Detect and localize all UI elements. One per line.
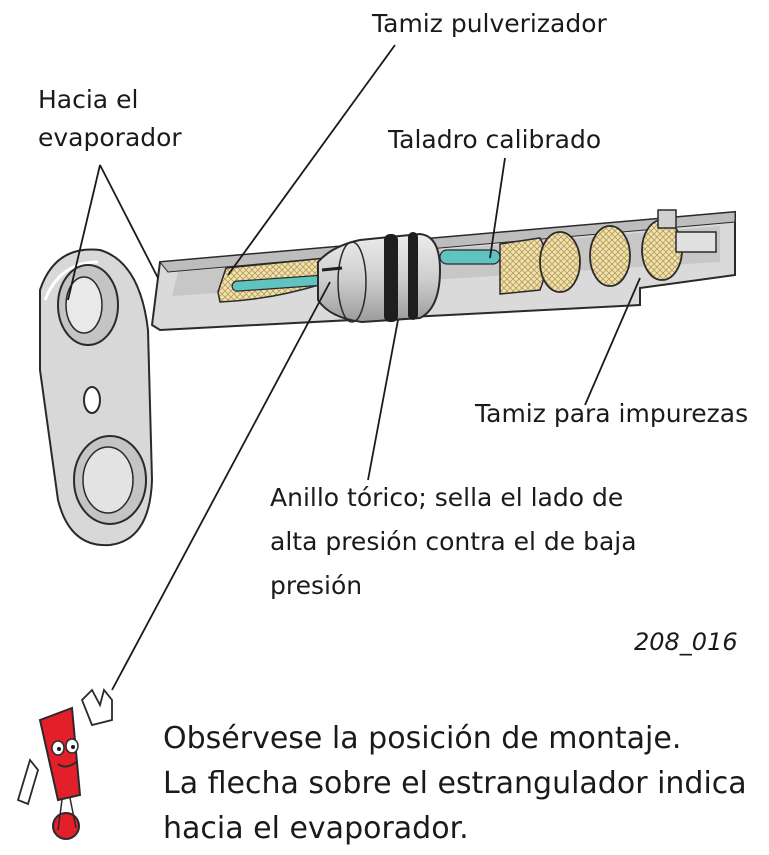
label-calibrated-bore: Taladro calibrado <box>388 125 602 154</box>
label-impurity-screen: Tamiz para impurezas <box>475 399 749 428</box>
note-line-3: hacia el evaporador. <box>163 811 469 846</box>
label-o-ring-1: Anillo tórico; sella el lado de <box>270 483 624 512</box>
evaporator-flange <box>39 248 154 547</box>
warning-mascot-icon <box>16 688 113 840</box>
mounting-note: Obsérvese la posición de montaje. La fle… <box>163 716 747 851</box>
label-to-evaporator-1: Hacia el <box>38 85 139 114</box>
label-o-ring-2: alta presión contra el de baja <box>270 527 637 556</box>
valve-body <box>317 232 442 324</box>
note-line-1: Obsérvese la posición de montaje. <box>163 721 682 756</box>
figure-number: 208_016 <box>634 628 738 656</box>
note-line-2: La flecha sobre el estrangulador indica <box>163 766 747 801</box>
label-o-ring-3: presión <box>270 571 363 600</box>
o-ring-2 <box>408 232 418 320</box>
leader-lines <box>67 44 641 691</box>
o-ring-1 <box>384 234 398 322</box>
impurity-screens <box>439 209 717 295</box>
label-spray-screen: Tamiz pulverizador <box>372 9 607 38</box>
label-to-evaporator-2: evaporador <box>38 123 182 152</box>
